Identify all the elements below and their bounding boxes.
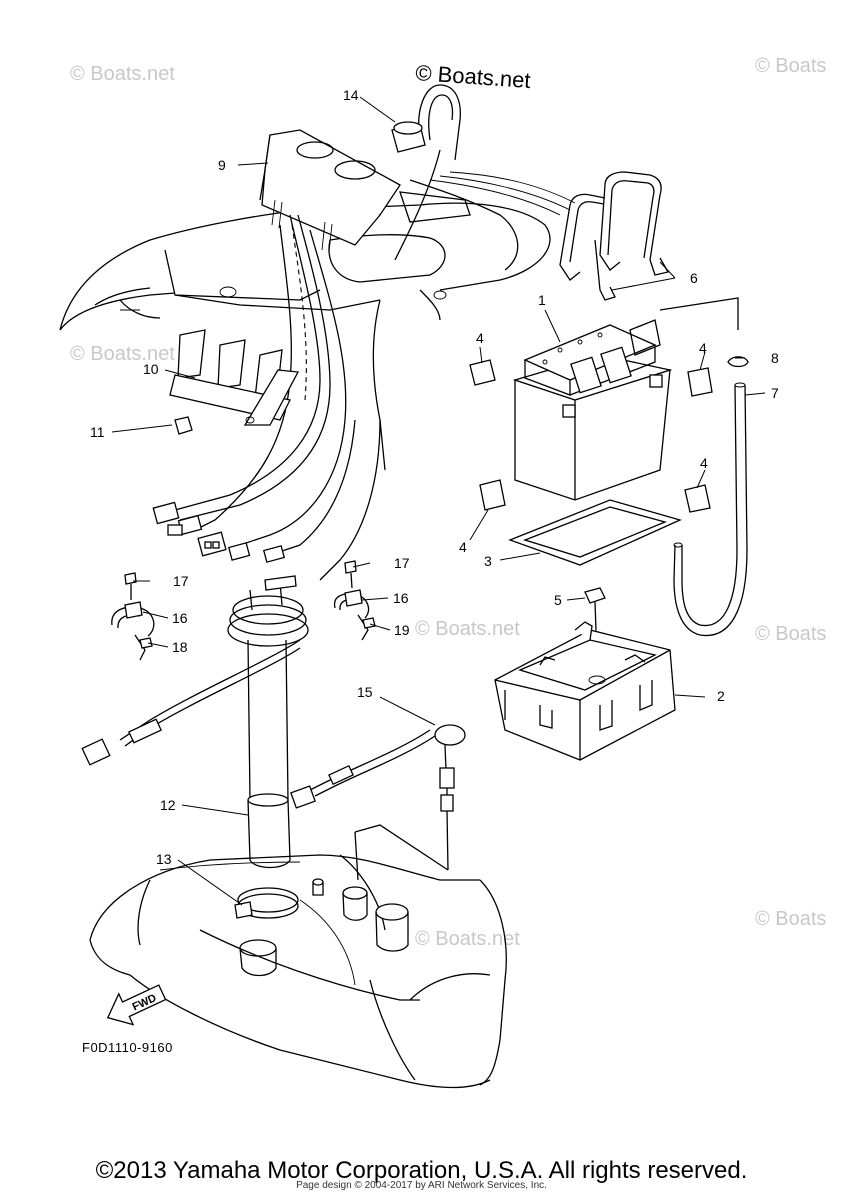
part-6-battery-bands (559, 171, 669, 301)
part-label-4: 4 (699, 340, 707, 356)
part-label-14: 14 (343, 87, 359, 103)
watermark-tile: © Boats.net (415, 928, 520, 950)
part-label-3: 3 (484, 553, 492, 569)
copyright-notice: ©2013 Yamaha Motor Corporation, U.S.A. A… (95, 1157, 748, 1184)
part-label-4: 4 (700, 455, 708, 471)
part-2-battery-box (494, 621, 676, 761)
part-label-10: 10 (143, 361, 159, 377)
part-label-17: 17 (394, 555, 410, 571)
part-14-cable-grommet (391, 84, 461, 261)
part-label-6: 6 (690, 270, 698, 286)
page-design-credit: Page design © 2004-2017 by ARI Network S… (296, 1180, 547, 1191)
part-label-4: 4 (476, 330, 484, 346)
part-17-right-screw (344, 560, 357, 589)
diagram-code: F0D1110-9160 (82, 1040, 173, 1055)
part-label-4: 4 (459, 539, 467, 555)
watermark-tile: © Boats (755, 55, 826, 77)
part-label-16: 16 (393, 590, 409, 606)
part-8-clip (727, 356, 749, 368)
part-9-meter-unit (259, 129, 401, 253)
part-label-18: 18 (172, 639, 188, 655)
part-label-16: 16 (172, 610, 188, 626)
watermark-tile: © Boats.net (70, 343, 175, 365)
fwd-label: FWD (131, 992, 159, 1013)
part-labels: 1 2 3 4 4 4 4 5 6 7 8 9 10 11 12 13 14 1… (90, 87, 779, 867)
part-19-tie (357, 614, 376, 641)
part-label-15: 15 (357, 684, 373, 700)
leader-lines (111, 96, 766, 906)
part-1-battery (512, 319, 673, 501)
part-label-13: 13 (156, 851, 172, 867)
part-label-19: 19 (394, 622, 410, 638)
vent-route-line (659, 297, 739, 330)
part-11-nut (174, 416, 193, 435)
part-17-left-screw (124, 572, 137, 600)
part-label-17: 17 (173, 573, 189, 589)
part-16-left-clamp (111, 601, 155, 637)
part-10-bracket (169, 329, 300, 426)
part-label-7: 7 (771, 385, 779, 401)
forward-arrow-icon: FWD (106, 984, 167, 1026)
part-label-11: 11 (90, 424, 105, 440)
part-3-battery-mat (508, 499, 682, 566)
part-label-1: 1 (538, 292, 546, 308)
part-label-5: 5 (554, 592, 562, 608)
part-label-12: 12 (160, 797, 176, 813)
part-label-8: 8 (771, 350, 779, 366)
part-12-fuel-sender (81, 575, 309, 869)
watermark-tile: © Boats (755, 908, 826, 930)
part-7-vent-tube (673, 382, 748, 637)
part-15-sensor (290, 724, 466, 871)
part-16-right-clamp (333, 589, 370, 619)
watermark-tile: © Boats (755, 623, 826, 645)
route-line (354, 824, 449, 871)
watermark-tile: © Boats.net (70, 63, 175, 85)
part-13-hose-clamp (234, 887, 299, 919)
part-label-9: 9 (218, 157, 226, 173)
part-4-battery-pads (469, 359, 713, 513)
watermark-tile: © Boats.net (415, 618, 520, 640)
wiring-harness (152, 214, 381, 581)
watermark-tiles: © Boats.net © Boats © Boats.net © Boats.… (70, 55, 826, 950)
part-18-tie (134, 634, 153, 661)
part-label-2: 2 (717, 688, 725, 704)
